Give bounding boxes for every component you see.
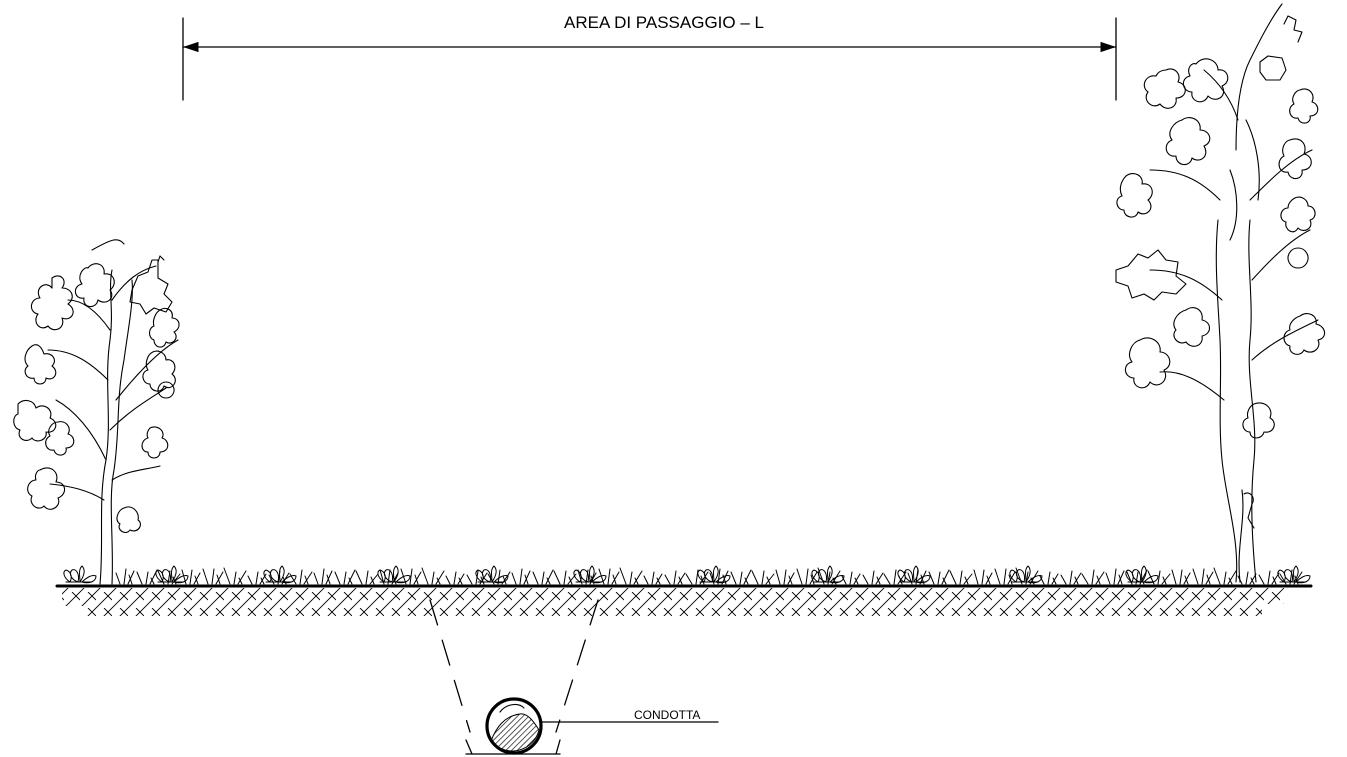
grass-tuft xyxy=(775,569,795,585)
grass-tuft xyxy=(136,569,158,585)
grass-tuft xyxy=(157,570,181,585)
small-plant xyxy=(573,565,607,584)
grass-tuft xyxy=(1039,571,1059,585)
pipe-label: CONDOTTA xyxy=(634,708,700,722)
grass-tuft xyxy=(685,569,709,585)
grass-tuft xyxy=(1081,569,1105,585)
grass-tuft xyxy=(1105,568,1125,585)
grass-tuft xyxy=(973,569,993,585)
dimension-line: AREA DI PASSAGGIO – L xyxy=(182,13,1117,101)
grass-tuft xyxy=(445,571,465,585)
grass-tuft xyxy=(532,569,554,585)
grass-tuft xyxy=(223,567,247,585)
grass-tuft xyxy=(817,567,841,585)
grass-tuft xyxy=(511,568,531,585)
grass-tuft xyxy=(1258,570,1280,585)
grass-tuft xyxy=(949,570,973,585)
grass-tuft xyxy=(289,569,313,585)
small-plant xyxy=(377,565,411,584)
grass-tuft xyxy=(115,568,135,585)
small-plant xyxy=(63,565,97,584)
grass-tuft xyxy=(664,570,686,585)
grass-tuft xyxy=(862,570,884,585)
grass-tuft xyxy=(379,569,399,585)
trench-left-wall xyxy=(429,599,471,733)
pipe-fill-hatch xyxy=(490,713,540,752)
grass-tuft xyxy=(202,568,224,585)
small-plant xyxy=(263,565,297,584)
grass-tuft xyxy=(247,571,267,585)
grass-tuft xyxy=(643,571,663,585)
grass-tuft xyxy=(1147,570,1171,585)
grass-tuft xyxy=(1237,571,1257,585)
grass-tuft xyxy=(1213,567,1237,585)
trench-right-wall xyxy=(555,599,599,733)
small-plant xyxy=(155,565,189,584)
grass-tuft xyxy=(313,568,333,585)
pipe: CONDOTTA xyxy=(485,697,719,755)
grass-tuft xyxy=(421,567,445,585)
grass-tuft xyxy=(598,568,620,585)
ground xyxy=(54,584,1313,618)
small-plant xyxy=(1125,565,1159,584)
grass-tuft xyxy=(1279,569,1303,585)
small-plant xyxy=(697,565,731,584)
soil-hatch xyxy=(62,588,1284,616)
small-plant xyxy=(811,565,845,584)
grass-tuft xyxy=(1060,570,1082,585)
grass-tuft xyxy=(1126,569,1148,585)
right-tree xyxy=(1115,3,1326,583)
grass-tuft xyxy=(355,570,379,585)
grass-tuft xyxy=(928,569,950,585)
grass-tuft xyxy=(751,570,775,585)
grass-tuft xyxy=(181,569,201,585)
left-tree xyxy=(13,239,180,585)
small-plant xyxy=(1009,565,1043,584)
grass-tuft xyxy=(730,569,752,585)
grass-tuft xyxy=(1171,569,1191,585)
grass-tuft xyxy=(619,567,643,585)
grass-tuft xyxy=(709,568,729,585)
grass-tuft xyxy=(1192,568,1214,585)
grass-tuft xyxy=(553,570,577,585)
grass-tuft xyxy=(994,568,1016,585)
grass-tuft xyxy=(334,569,356,585)
grass-tuft xyxy=(1015,567,1039,585)
grass-tuft xyxy=(796,568,818,585)
dimension-label: AREA DI PASSAGGIO – L xyxy=(564,13,764,32)
grass-tuft xyxy=(577,569,597,585)
grass xyxy=(63,565,1311,585)
small-plant xyxy=(475,565,509,584)
small-plant xyxy=(1277,565,1311,584)
grass-tuft xyxy=(883,569,907,585)
small-plant xyxy=(897,565,931,584)
grass-tuft xyxy=(841,571,861,585)
